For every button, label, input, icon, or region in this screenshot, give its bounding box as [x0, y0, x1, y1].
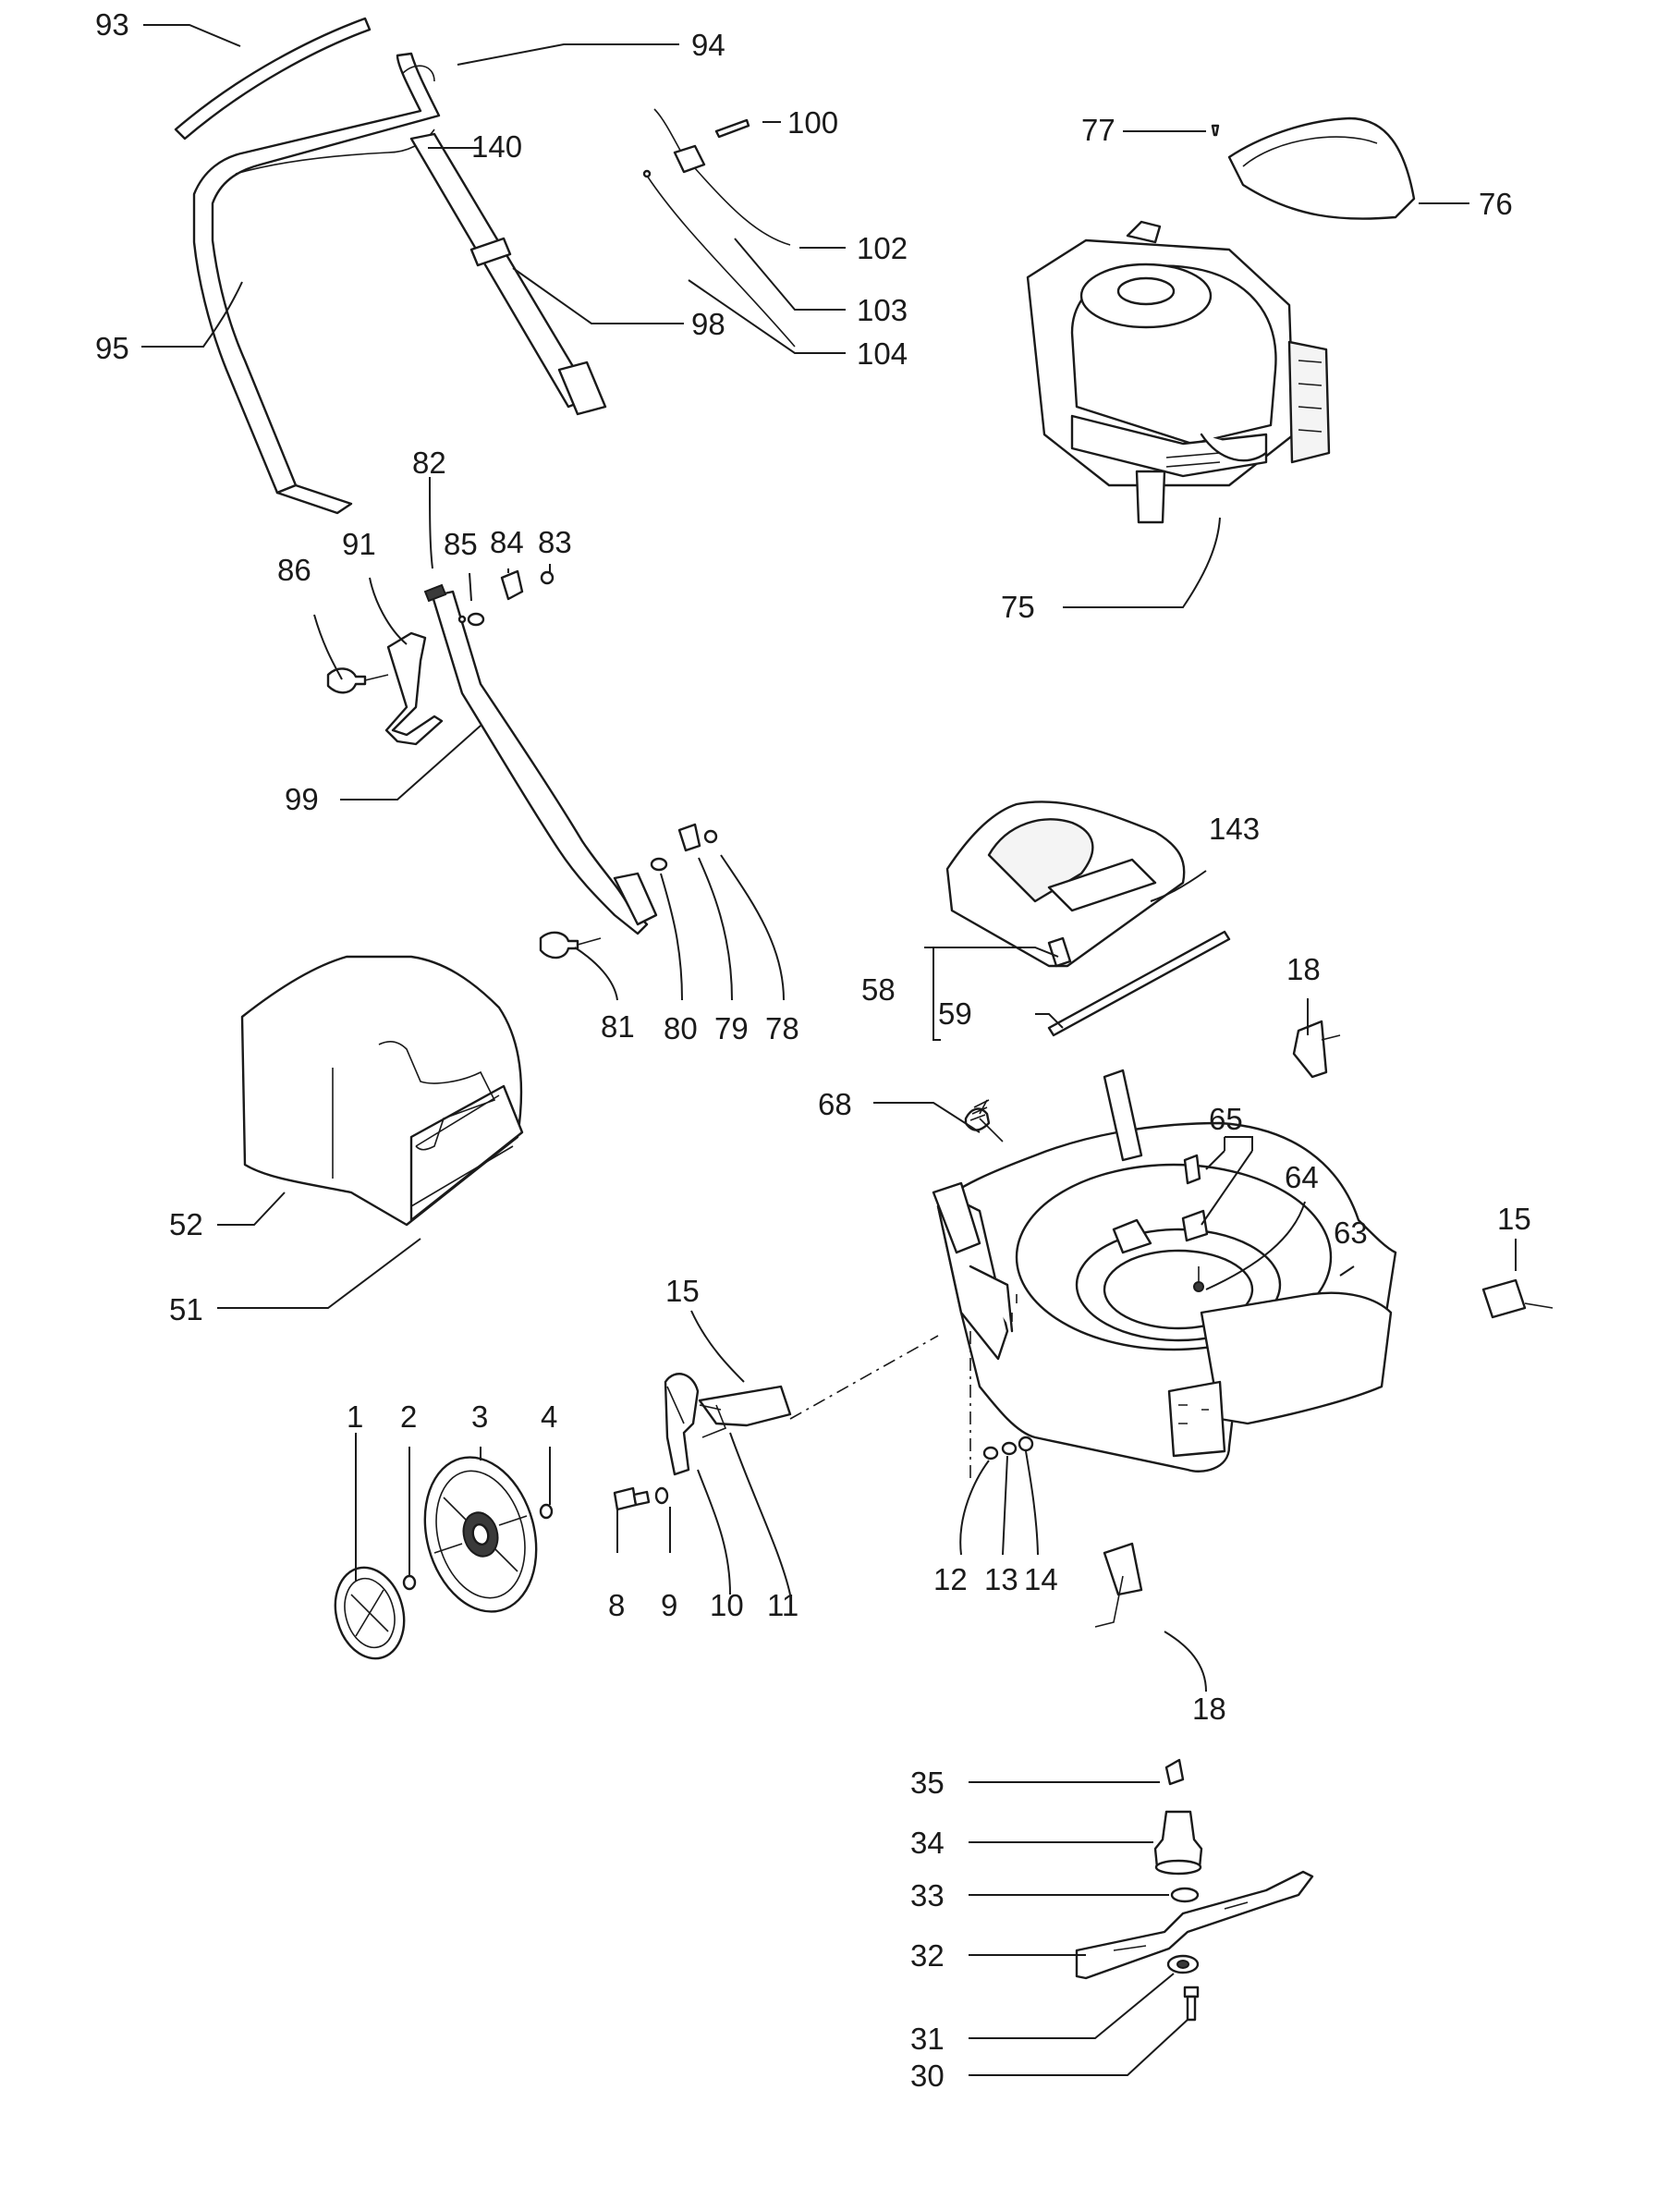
- hinge-rod: [1047, 930, 1231, 1037]
- blade-key: [1164, 1758, 1185, 1786]
- callout-32: 32: [910, 1938, 945, 1973]
- callout-84: 84: [490, 525, 524, 559]
- deck-washers: [982, 1436, 1034, 1460]
- callout-78: 78: [765, 1011, 799, 1045]
- callout-15-left: 15: [665, 1274, 700, 1308]
- throttle-cable: [642, 108, 796, 348]
- blade-washers: [1166, 1887, 1200, 1974]
- callout-13: 13: [984, 1562, 1018, 1596]
- callout-59: 59: [938, 996, 972, 1031]
- engine: [1026, 220, 1331, 524]
- callout-82: 82: [412, 446, 446, 480]
- callout-103: 103: [857, 293, 908, 327]
- callout-94: 94: [691, 28, 725, 62]
- callout-14: 14: [1024, 1562, 1058, 1596]
- callout-77: 77: [1081, 113, 1115, 147]
- callout-33: 33: [910, 1878, 945, 1913]
- callout-91: 91: [342, 527, 376, 561]
- deck-bracket-upper-right: [1292, 1020, 1341, 1079]
- spring: [964, 1099, 1004, 1143]
- callout-93: 93: [95, 7, 129, 42]
- height-adjuster: [664, 1373, 700, 1476]
- chute-flap: [945, 800, 1186, 968]
- callout-100: 100: [787, 105, 838, 140]
- callout-102: 102: [857, 231, 908, 265]
- grass-bag: [240, 955, 524, 1227]
- callout-52: 52: [169, 1207, 203, 1241]
- callout-64: 64: [1285, 1160, 1319, 1194]
- callout-98: 98: [691, 307, 725, 341]
- callout-3: 3: [471, 1399, 488, 1434]
- callout-99: 99: [285, 782, 319, 816]
- engine-cover: [1227, 116, 1416, 220]
- callout-9: 9: [661, 1588, 677, 1622]
- callout-68: 68: [818, 1087, 852, 1121]
- callout-12: 12: [933, 1562, 968, 1596]
- deck-bracket-left: [698, 1385, 792, 1438]
- assembly-line-bracket: [789, 1335, 939, 1420]
- handle-lever: [384, 631, 444, 746]
- blade-bolt: [1183, 1986, 1200, 2022]
- callout-140: 140: [471, 129, 522, 164]
- callout-labels: 93 94 140 100 102 103 104 95 98 77 76 75…: [95, 7, 1531, 2093]
- engine-screw: [1211, 124, 1220, 137]
- callout-30: 30: [910, 2059, 945, 2093]
- callout-79: 79: [714, 1011, 749, 1045]
- callout-75: 75: [1001, 590, 1035, 624]
- callout-143: 143: [1209, 812, 1260, 846]
- callout-8: 8: [608, 1588, 625, 1622]
- wheel: [423, 1456, 538, 1613]
- callout-81: 81: [601, 1009, 635, 1044]
- callout-95: 95: [95, 331, 129, 365]
- hub-cap: [334, 1566, 406, 1660]
- deck-bracket-lower: [1094, 1542, 1143, 1628]
- callout-15-right: 15: [1497, 1202, 1531, 1236]
- handle-clip: [469, 237, 512, 267]
- callout-4: 4: [541, 1399, 557, 1434]
- callout-51: 51: [169, 1292, 203, 1326]
- lower-handle: [431, 590, 658, 935]
- callout-80: 80: [664, 1011, 698, 1045]
- callout-35: 35: [910, 1766, 945, 1800]
- callout-11: 11: [767, 1588, 798, 1622]
- callout-1: 1: [347, 1399, 363, 1434]
- blade-adapter: [1153, 1810, 1203, 1876]
- callout-65: 65: [1209, 1102, 1243, 1136]
- callout-83: 83: [538, 525, 572, 559]
- callout-63: 63: [1334, 1216, 1368, 1250]
- deck-fasteners: [1181, 1154, 1209, 1292]
- callout-86: 86: [277, 553, 311, 587]
- deck-bracket-right: [1481, 1278, 1554, 1319]
- callout-34: 34: [910, 1826, 945, 1860]
- callout-10: 10: [710, 1588, 744, 1622]
- upper-handle: [174, 17, 607, 515]
- callout-31: 31: [910, 2022, 945, 2056]
- leader-lines: [141, 24, 1517, 2076]
- mower-deck: [932, 1069, 1397, 1473]
- callout-18-upper: 18: [1286, 952, 1321, 986]
- blade: [1075, 1870, 1314, 1980]
- wheel-nuts: [402, 1503, 554, 1591]
- wheel-bolt: [613, 1486, 669, 1511]
- callout-104: 104: [857, 336, 908, 371]
- callout-18-lower: 18: [1192, 1692, 1226, 1726]
- callout-85: 85: [444, 527, 478, 561]
- callout-2: 2: [400, 1399, 417, 1434]
- callout-58: 58: [861, 972, 896, 1007]
- small-washers-upper: [423, 569, 718, 872]
- callout-76: 76: [1479, 187, 1513, 221]
